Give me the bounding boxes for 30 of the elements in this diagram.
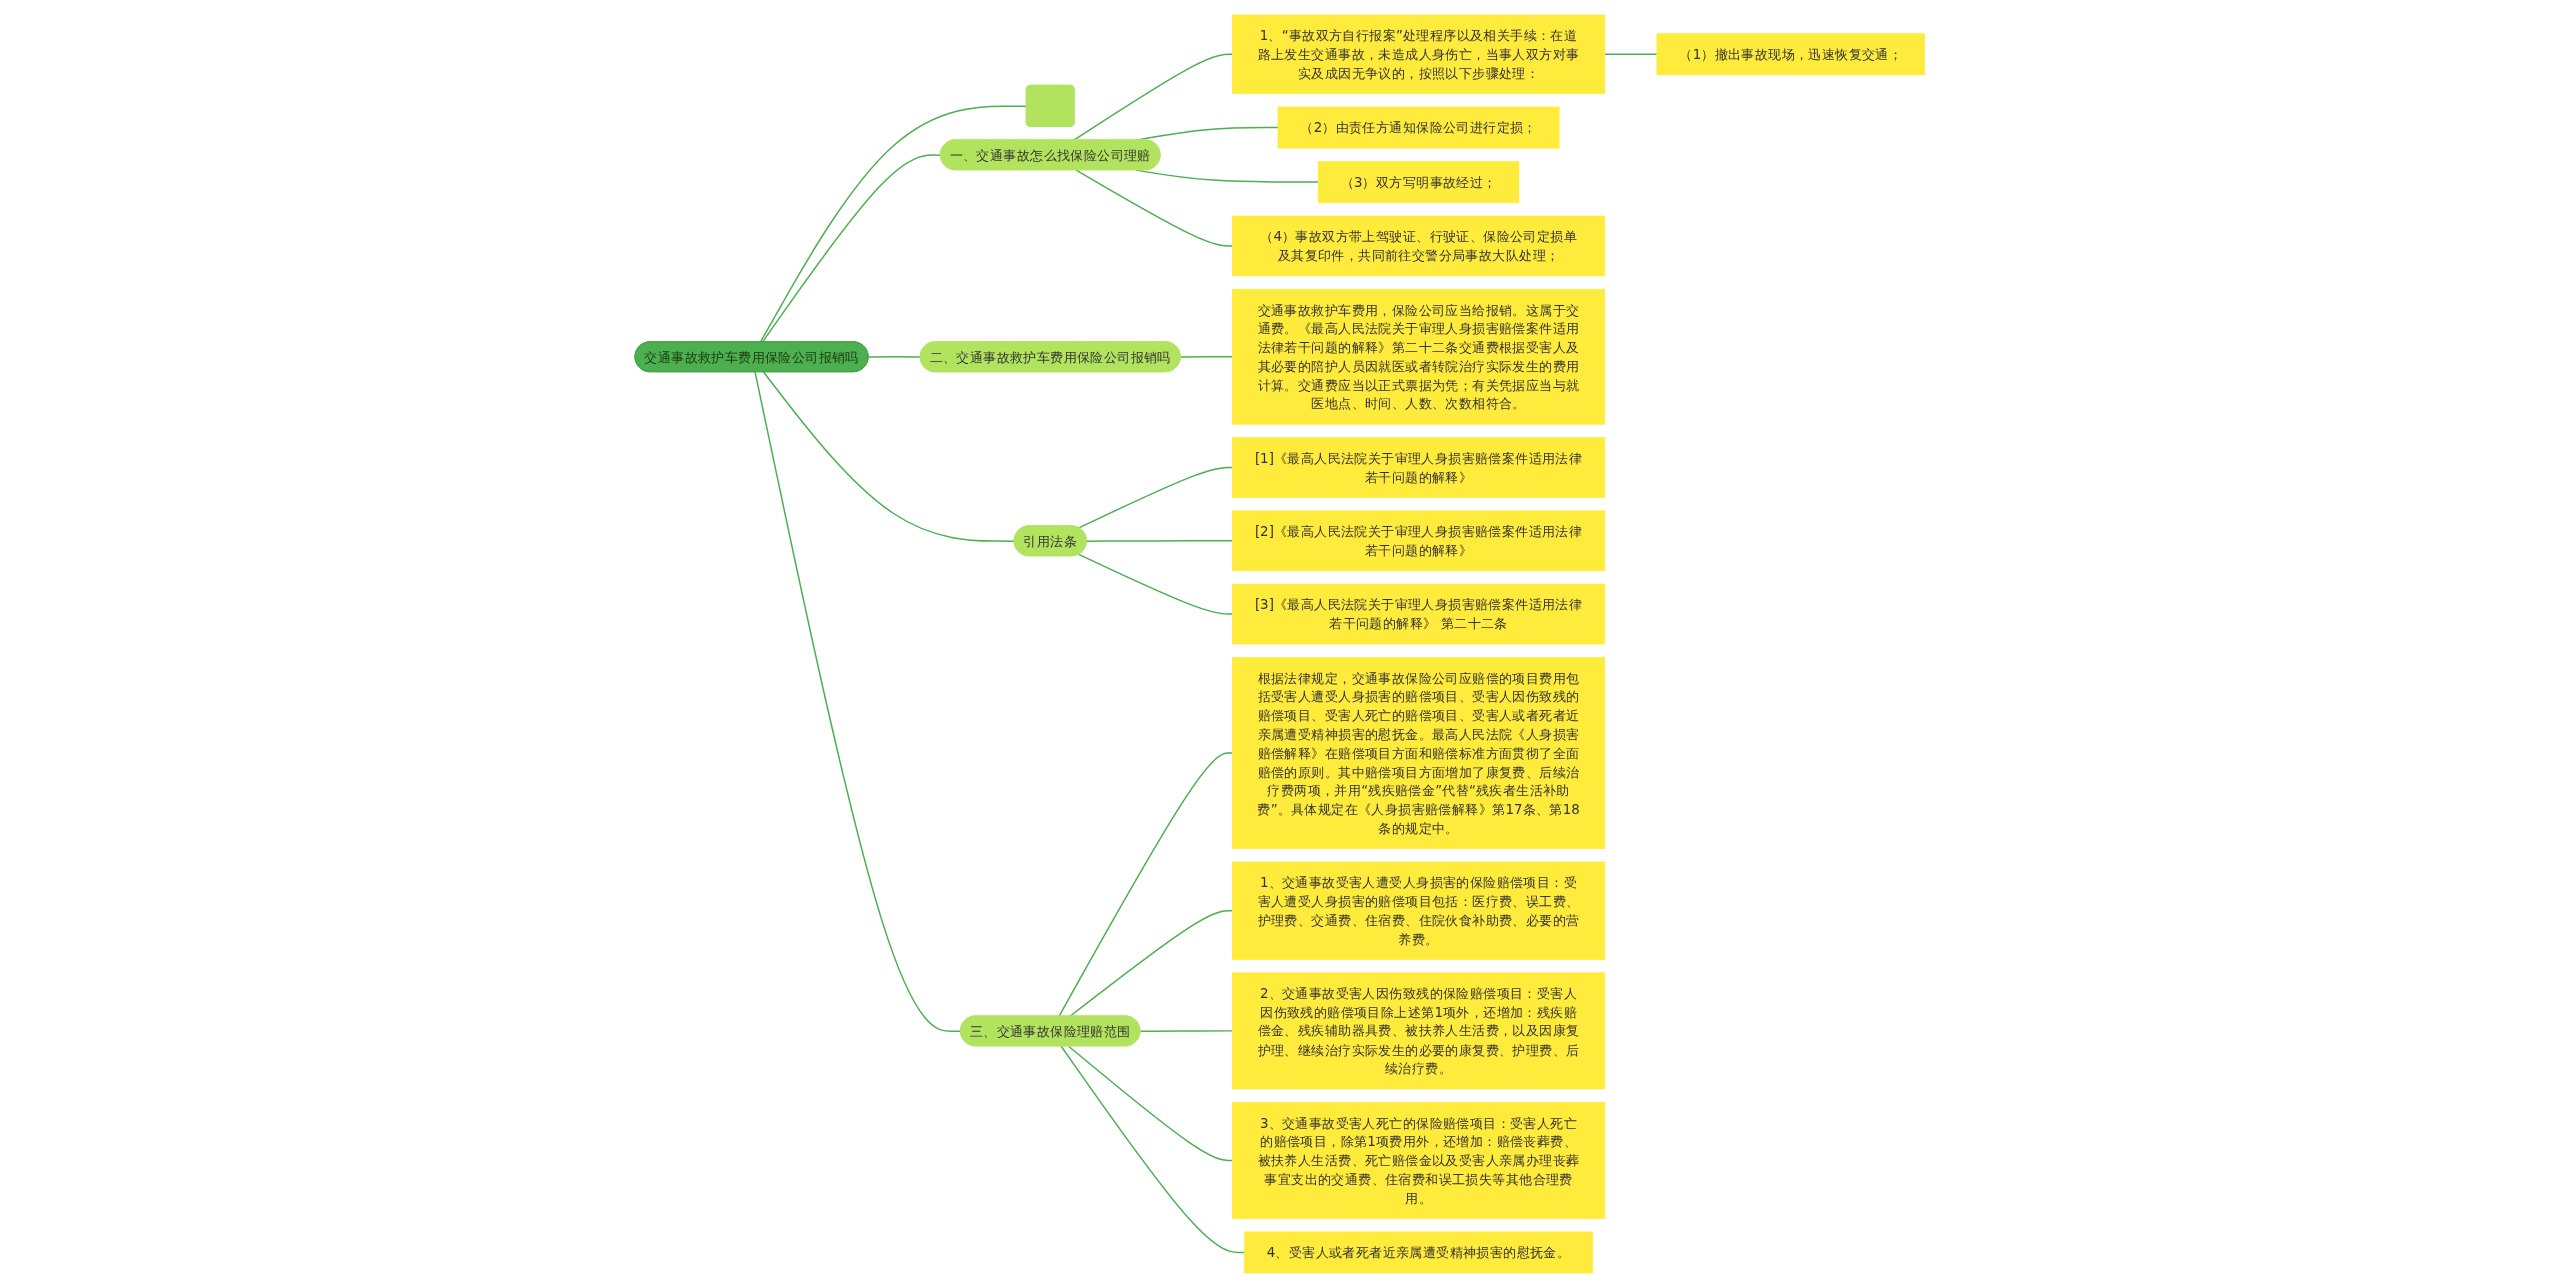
connector [1078, 466, 1234, 529]
node-box: 交通事故救护车费用，保险公司应当给报销。这属于交通费。《最高人民法院关于审理人身损害赔偿案件适用法律若干问题的解释》第二十二条交通费根据受害人及其必要的陪护人员因就医或者转院治疗实际发生的费用计算。交通费应当以正式票据为凭；有关凭据应当与就医地点、时间、人数、次数相符合。 [1232, 288, 1606, 425]
node-box: （1）撤出事故现场，迅速恢复交通； [1656, 33, 1926, 76]
connector [1604, 53, 1658, 56]
connector [867, 356, 922, 358]
node-box: （3）双方写明事故经过； [1318, 161, 1520, 203]
connector [1135, 169, 1320, 183]
connector [1060, 1045, 1246, 1254]
node-box: 1、交通事故受害人遭受人身损害的保险赔偿项目：受害人遭受人身损害的赔偿项目包括：医疗费、误工费、护理费、交通费、住宿费、住院伙食补助费、必要的营养费。 [1232, 861, 1606, 960]
connector [1073, 53, 1234, 141]
node-box: 2、交通事故受害人因伤致残的保险赔偿项目：受害人因伤致残的赔偿项目除上述第1项外，还增加：残疾赔偿金、残疾辅助器具费、被扶养人生活费，以及因康复护理、继续治疗实际发生的必要的康复费、护理费、后续治疗费。 [1232, 972, 1606, 1090]
node-box: （4）事故双方带上驾驶证、行驶证、保险公司定损单及其复印件，共同前往交警分局事故大队处理； [1232, 215, 1606, 277]
node-box: （2）由责任方通知保险公司进行定损； [1277, 106, 1560, 149]
node-box: [3]《最高人民法院关于审理人身损害赔偿案件适用法律若干问题的解释》 第二十二条 [1232, 583, 1606, 645]
node-box: 根据法律规定，交通事故保险公司应赔偿的项目费用包括受害人遭受人身损害的赔偿项目、受害人因伤致残的赔偿项目、受害人死亡的赔偿项目、受害人或者死者近亲属遭受精神损害的慰抚金。最高人民法院《人身损害赔偿解释》在赔偿项目方面和赔偿标准方面贯彻了全面赔偿的原则。其中赔偿项目方面增加了康复费、后续治疗费两项，并用“残疾赔偿金”代替“残疾者生活补助费”。具体规定在《人身损害赔偿解释》第17条、第18条的规定中。 [1232, 657, 1606, 849]
connector [1075, 169, 1234, 247]
node-box: 1、“事故双方自行报案”处理程序以及相关手续：在道路上发生交通事故，未造成人身伤亡，当事人双方对事实及成因无争议的，按照以下步骤处理： [1232, 14, 1606, 94]
connector [1068, 1045, 1234, 1162]
node-box: [1]《最高人民法院关于审理人身损害赔偿案件适用法律若干问题的解释》 [1232, 437, 1606, 498]
node-box: 4、受害人或者死者近亲属遭受精神损害的慰抚金。 [1244, 1231, 1594, 1274]
connector [759, 105, 1028, 343]
node-box: 3、交通事故受害人死亡的保险赔偿项目：受害人死亡的赔偿项目，除第1项费用外，还增加：赔偿丧葬费、被扶养人生活费、死亡赔偿金以及受害人亲属办理丧葬事宜支出的交通费、住宿费和误工损失等其他合理费用。 [1232, 1102, 1606, 1219]
node-box: [2]《最高人民法院关于审理人身损害赔偿案件适用法律若干问题的解释》 [1232, 510, 1606, 572]
connector [1078, 553, 1234, 615]
connector [761, 154, 942, 343]
connector [1139, 1030, 1234, 1032]
connector [1180, 356, 1234, 358]
connector [754, 371, 962, 1032]
connector [1086, 540, 1234, 542]
connector [762, 371, 1016, 542]
